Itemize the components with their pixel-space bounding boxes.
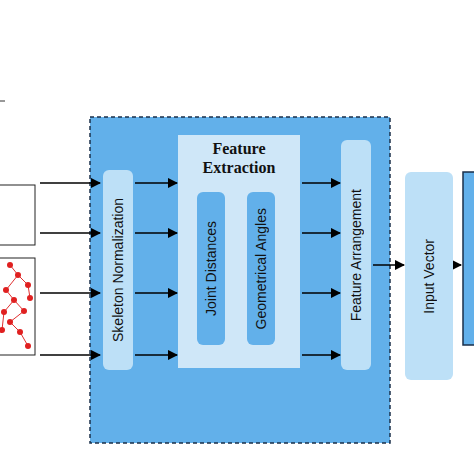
flow-arrow [302,292,340,294]
feature-pill: Geometrical Angles [247,192,275,345]
flow-arrow [373,264,404,266]
flow-arrow [135,182,177,184]
group-box: Feature ExtractionJoint Distances Geometr… [178,135,300,368]
frame-box [0,185,35,245]
vector-pill: Input Vector [405,172,453,380]
flow-arrow [302,182,340,184]
flow-arrow [135,292,177,294]
skeleton-frame [0,258,35,355]
process-pill: Skeleton Normalization [103,170,133,370]
output-arrow [453,264,461,266]
skeleton-joints [0,262,33,349]
flow-arrow [302,232,340,234]
flow-arrow [135,354,177,356]
group-title: Feature Extraction [178,139,300,177]
flow-arrow [135,232,177,234]
skeleton-bones [2,265,30,346]
node-label: Input Vector [421,239,437,314]
flow-arrow [302,354,340,356]
cut-line [0,101,5,102]
node-label: Geometrical Angles [253,208,269,329]
process-pill: Feature Arrangement [341,140,371,370]
cut-box [463,172,474,345]
feature-pill: Joint Distances [197,192,225,345]
input-arrows [40,183,100,355]
dashed-group [90,117,390,443]
node-label: Feature Arrangement [348,189,364,321]
node-label: Joint Distances [203,221,219,316]
node-label: Skeleton Normalization [110,198,126,342]
